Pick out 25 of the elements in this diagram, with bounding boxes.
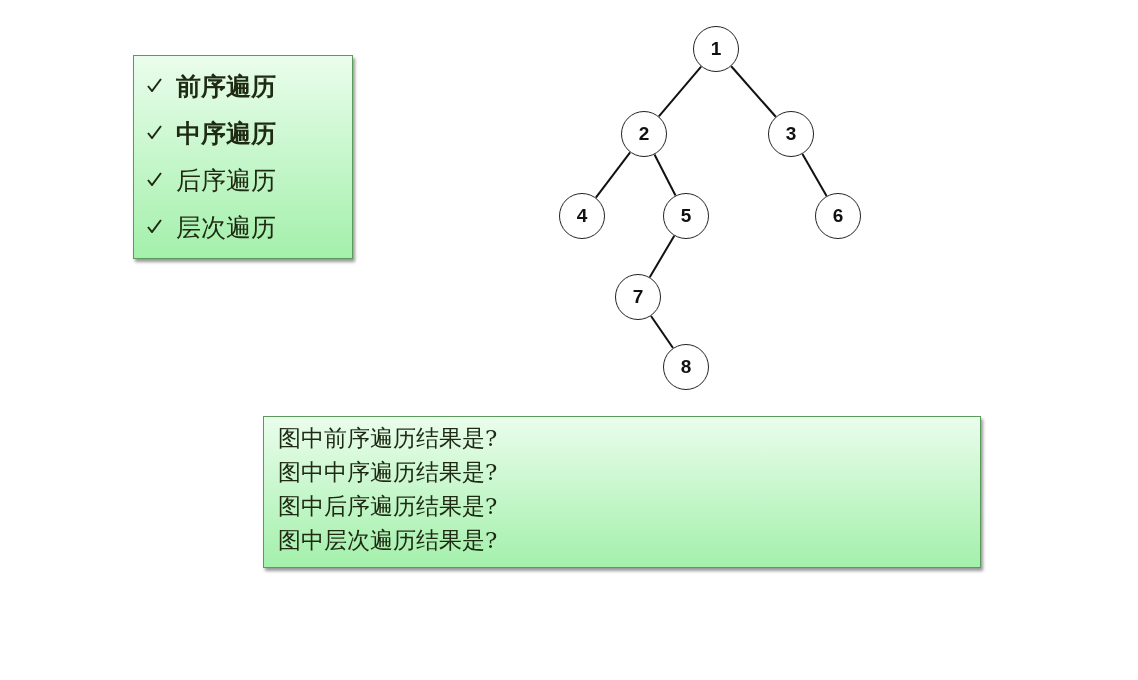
tree-edge bbox=[650, 314, 674, 350]
tree-node: 4 bbox=[559, 193, 605, 239]
tree-edge bbox=[648, 234, 676, 279]
tree-node: 7 bbox=[615, 274, 661, 320]
question-text: 图中层次遍历结果是? bbox=[278, 526, 498, 555]
list-box bbox=[133, 55, 353, 259]
list-item: 后序遍历 bbox=[176, 165, 276, 197]
tree-node: 2 bbox=[621, 111, 667, 157]
tree-node: 6 bbox=[815, 193, 861, 239]
tree-node: 3 bbox=[768, 111, 814, 157]
tree-node: 1 bbox=[693, 26, 739, 72]
question-box bbox=[263, 416, 981, 568]
question-text: 图中后序遍历结果是? bbox=[278, 492, 498, 521]
tree-edge bbox=[801, 152, 828, 198]
list-item: 层次遍历 bbox=[176, 212, 276, 244]
tree-edge bbox=[730, 65, 777, 118]
question-text: 图中前序遍历结果是? bbox=[278, 424, 498, 453]
tree-node: 8 bbox=[663, 344, 709, 390]
tree-edge bbox=[594, 151, 632, 199]
list-item: 中序遍历 bbox=[176, 118, 276, 150]
list-item: 前序遍历 bbox=[176, 71, 276, 103]
question-text: 图中中序遍历结果是? bbox=[278, 458, 498, 487]
tree-edge bbox=[657, 65, 703, 118]
tree-node: 5 bbox=[663, 193, 709, 239]
tree-edge bbox=[653, 153, 677, 197]
